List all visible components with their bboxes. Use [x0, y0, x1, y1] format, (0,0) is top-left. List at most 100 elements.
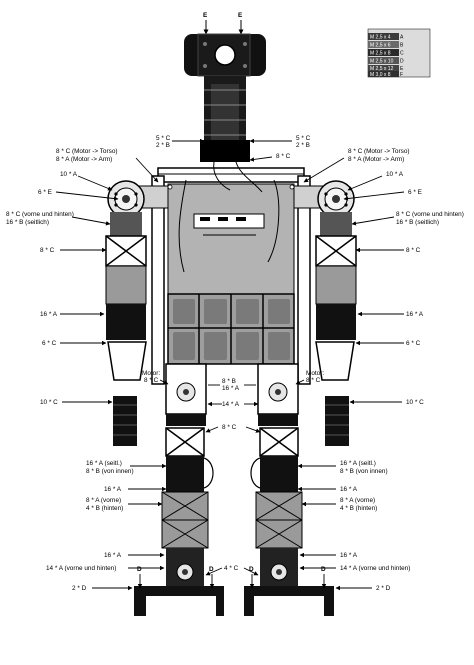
label-forearm-left: 6 * C [42, 340, 57, 347]
label-foot-left: 2 * D [72, 585, 87, 592]
arrow [205, 567, 223, 576]
battery-cell [204, 299, 227, 324]
label-upperarm-left: 16 * B (seitlich) [6, 219, 49, 226]
upper-arm-plate [105, 265, 147, 305]
legend-size: M 2,5 x 10 [370, 59, 394, 65]
label-chest-top: 8 * C [276, 153, 291, 160]
servo-axis [332, 195, 340, 203]
arrow [249, 156, 273, 162]
label-knee-left: 8 * B (von innen) [86, 468, 134, 475]
label-foot-right: 2 * D [376, 585, 391, 592]
label-hand-left: 10 * C [40, 399, 58, 406]
legend-row: M 2,5 x 12 E [368, 65, 404, 72]
legend-swatch [368, 71, 399, 77]
cable [235, 161, 263, 193]
label-knee-motor-left: 16 * A [104, 486, 122, 493]
label-pelvis: 14 * A [222, 401, 240, 408]
torso-right-rail [297, 175, 311, 385]
legend-id: D [400, 59, 404, 65]
label-pelvis: 8 * B [222, 378, 236, 385]
label-hip-motor-right: Motor: [306, 370, 324, 377]
legend-id: B [400, 43, 404, 49]
forearm-cone [315, 341, 355, 381]
torso-connector-strip [193, 213, 265, 229]
legend-swatch [368, 57, 399, 64]
arrow [205, 426, 219, 433]
cable [203, 457, 214, 489]
label-neck-right: 2 * B [296, 142, 310, 149]
pelvis [165, 363, 299, 426]
bracket-cross [165, 427, 205, 457]
foot-cutout [146, 596, 216, 616]
label-forearm-right: 6 * C [406, 340, 421, 347]
hip-plate [166, 414, 206, 426]
screw-legend: M 2,5 x 4 A M 2,5 x 6 B M 2,5 x 8 C M 2,… [367, 28, 431, 78]
label-ankle-left: 14 * A (vorne und hinten) [46, 565, 116, 572]
servo-axis [275, 389, 281, 395]
legend-size: M 3,0 x 8 [370, 72, 391, 78]
right-shoulder [293, 180, 355, 236]
label-shoulder-left: 10 * A [60, 171, 78, 178]
label-shin-left: 8 * A (vorne) [86, 497, 121, 504]
arrow [55, 191, 119, 201]
servo-axis [276, 569, 282, 575]
label-elbow-bracket-right: 8 * C [406, 247, 421, 254]
torso-top-frame [157, 167, 305, 183]
screw-hole [114, 192, 118, 196]
left-leg [134, 427, 224, 616]
shoulder-servo-body [110, 212, 142, 236]
battery-cell [268, 332, 290, 360]
label-shoulder-e-right: 6 * E [408, 189, 422, 196]
knee-servo [260, 456, 298, 492]
screw-hole [134, 192, 138, 196]
knee-servo [166, 456, 204, 492]
left-arm [105, 235, 147, 446]
marker-e: E [238, 12, 243, 19]
label-shoulder-mount-right: 8 * A (Motor -> Arm) [348, 156, 404, 163]
elbow-servo [106, 304, 146, 340]
screw-hole [324, 192, 328, 196]
marker-d: D [321, 566, 326, 573]
label-knee-motor-right: 16 * A [340, 486, 358, 493]
callout-arrows [55, 138, 405, 591]
elbow-servo [316, 304, 356, 340]
label-upperarm-right: 16 * B (seitlich) [396, 219, 439, 226]
arrow [245, 426, 261, 433]
battery-cell [173, 299, 195, 324]
legend-size: M 2,5 x 4 [370, 35, 391, 41]
arrow [71, 216, 111, 226]
label-shin-right: 4 * B (hinten) [340, 505, 377, 512]
cable [250, 457, 261, 489]
torso-electronics-board [167, 183, 295, 295]
legend-row: M 2,5 x 8 C [368, 49, 404, 57]
label-ankle-right: 14 * A (vorne und hinten) [340, 565, 410, 572]
label-knee-right: 16 * A (seitl.) [340, 460, 376, 467]
arrow [243, 567, 259, 576]
legend-swatch [368, 65, 399, 71]
arrow [351, 216, 395, 226]
torso-left-rail [151, 175, 165, 385]
bracket-cross [259, 427, 299, 457]
label-neck-left: 2 * B [156, 142, 170, 149]
servo-axis [122, 195, 130, 203]
label-hip-bracket: 8 * C [222, 424, 237, 431]
screw-hole [324, 203, 328, 207]
legend-size: M 2,5 x 6 [370, 43, 391, 49]
frame-cross [255, 519, 303, 549]
legend-id: A [400, 35, 404, 41]
legend-size: M 2,5 x 12 [370, 66, 394, 72]
marker-d: D [249, 566, 254, 573]
arrow [295, 379, 305, 385]
legend-id: C [400, 51, 404, 57]
upper-arm-plate [315, 265, 357, 305]
screw-hole [114, 203, 118, 207]
robot-head: E E [184, 12, 266, 162]
legend-row: M 3,0 x 8 F [368, 71, 403, 78]
robot-torso [151, 161, 311, 385]
label-knee-left: 16 * A (seitl.) [86, 460, 122, 467]
frame-cross [255, 491, 303, 521]
marker-d: D [137, 566, 142, 573]
arrow [77, 175, 113, 191]
label-elbow-bracket-left: 8 * C [40, 247, 55, 254]
